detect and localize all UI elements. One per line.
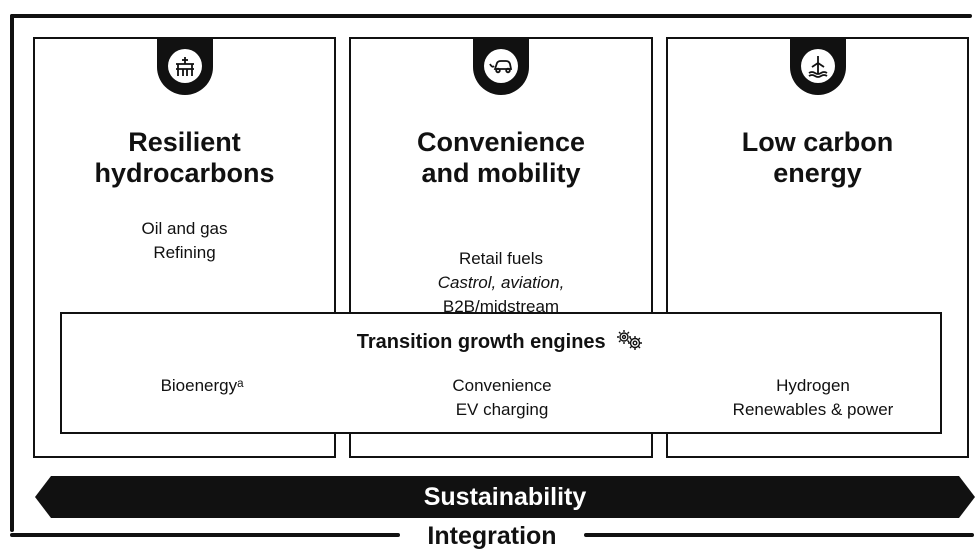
pillar-title: Low carbon energy bbox=[741, 127, 894, 188]
growth-engine-line: Bioenergyᵃ bbox=[160, 376, 244, 395]
pillar-item: Refining bbox=[153, 243, 216, 262]
pillar-badge bbox=[789, 37, 846, 95]
transition-growth-engines-box: Transition growth engines Bioenergyᵃ Con… bbox=[60, 312, 942, 434]
pillar-item: Oil and gas bbox=[141, 219, 228, 238]
electric-car-icon bbox=[489, 60, 513, 74]
pillar-badge bbox=[473, 37, 529, 95]
growth-engines-label: Transition growth engines bbox=[356, 331, 606, 353]
oil-rig-icon bbox=[175, 57, 194, 76]
growth-engine-line: Convenience bbox=[452, 376, 552, 395]
pillar-items: Retail fuels Castrol, aviation, B2B/mids… bbox=[351, 247, 651, 319]
frame-bottom-border-left bbox=[10, 533, 400, 537]
growth-engine-column: Convenience EV charging bbox=[352, 374, 652, 422]
sustainability-bar-shape bbox=[35, 476, 975, 518]
pillar-title: Resilient hydrocarbons bbox=[94, 127, 275, 188]
pillar-badge bbox=[156, 37, 213, 95]
growth-engine-line: Renewables & power bbox=[732, 400, 894, 419]
growth-engine-column: Hydrogen Renewables & power bbox=[668, 374, 958, 422]
sustainability-bar: Sustainability bbox=[35, 476, 975, 518]
sustainability-label: Sustainability bbox=[423, 483, 587, 511]
pillar-item: B2B/midstream bbox=[442, 297, 560, 316]
integration-label: Integration bbox=[400, 522, 584, 550]
pillar-item: Castrol, aviation, bbox=[437, 273, 565, 292]
frame-bottom-border-right bbox=[584, 533, 974, 537]
gears-icon bbox=[617, 330, 643, 350]
growth-engines-title: Transition growth engines bbox=[62, 328, 940, 354]
pillar-items: Oil and gas Refining bbox=[35, 217, 334, 265]
growth-engine-column: Bioenergyᵃ bbox=[52, 374, 352, 398]
growth-engine-line: EV charging bbox=[455, 400, 549, 419]
pillar-item: Retail fuels bbox=[458, 249, 544, 268]
wind-turbine-icon bbox=[808, 56, 827, 78]
growth-engine-line: Hydrogen bbox=[776, 376, 850, 395]
frame-left-border bbox=[10, 14, 14, 532]
frame-top-border bbox=[10, 14, 972, 18]
pillar-title: Convenience and mobility bbox=[416, 127, 586, 188]
